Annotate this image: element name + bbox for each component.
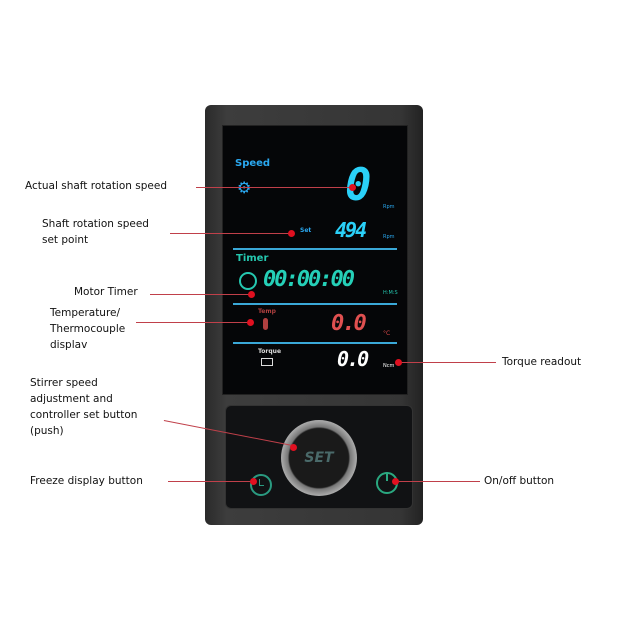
- timer-label: Timer: [236, 253, 269, 264]
- leader-dot: [392, 478, 399, 485]
- set-knob[interactable]: SET: [281, 420, 357, 496]
- set-unit: Rpm: [383, 234, 395, 240]
- speed-label: Speed: [235, 158, 271, 169]
- leader-dot: [250, 478, 257, 485]
- control-panel: SET: [225, 405, 413, 509]
- divider: [233, 248, 397, 250]
- leader-line: [136, 322, 250, 323]
- leader-dot: [288, 230, 295, 237]
- annotation-temperature-1: Temperature/: [50, 307, 121, 319]
- annotation-actual-speed: Actual shaft rotation speed: [25, 180, 167, 192]
- annotation-stirrer-3: controller set button: [30, 409, 138, 421]
- annotation-motor-timer: Motor Timer: [74, 286, 138, 298]
- torque-icon: [261, 358, 273, 366]
- speed-unit: Rpm: [383, 204, 395, 210]
- leader-dot: [247, 319, 254, 326]
- leader-line: [398, 362, 496, 363]
- clock-icon: [259, 479, 264, 486]
- timer-unit: H:M:S: [383, 290, 398, 296]
- leader-dot: [349, 184, 356, 191]
- divider: [233, 303, 397, 305]
- annotation-temperature-2: Thermocouple: [50, 323, 126, 335]
- lcd-screen: Speed ⚙ 0 Rpm Set 494 Rpm Timer 00:00:00…: [222, 125, 408, 395]
- clock-icon: [239, 272, 257, 290]
- leader-line: [150, 294, 250, 295]
- leader-dot: [290, 444, 297, 451]
- set-value: 494: [335, 218, 367, 242]
- freeze-display-button[interactable]: [250, 474, 272, 496]
- leader-line: [168, 481, 253, 482]
- annotation-torque: Torque readout: [502, 356, 582, 368]
- annotation-set-point-1: Shaft rotation speed: [42, 218, 149, 230]
- power-icon: [386, 472, 388, 481]
- torque-unit: Ncm: [383, 363, 395, 369]
- leader-line: [196, 187, 352, 188]
- torque-label: Torque: [258, 348, 282, 355]
- timer-value: 00:00:00: [263, 267, 355, 292]
- divider: [233, 342, 397, 344]
- leader-line: [395, 481, 480, 482]
- temp-label: Temp: [258, 308, 276, 315]
- annotation-stirrer-2: adjustment and: [30, 393, 113, 405]
- annotation-onoff: On/off button: [484, 475, 555, 487]
- annotation-freeze: Freeze display button: [30, 475, 143, 487]
- thermometer-icon: [263, 318, 268, 330]
- torque-value: 0.0: [337, 347, 369, 371]
- annotation-set-point-2: set point: [42, 234, 89, 246]
- temp-unit: °C: [383, 330, 391, 337]
- temp-value: 0.0: [331, 311, 367, 336]
- leader-line: [170, 233, 290, 234]
- annotation-stirrer-1: Stirrer speed: [30, 377, 98, 389]
- set-label: Set: [300, 227, 312, 234]
- leader-dot: [248, 291, 255, 298]
- annotation-temperature-3: displav: [50, 339, 88, 351]
- leader-dot: [395, 359, 402, 366]
- annotation-stirrer-4: (push): [30, 425, 64, 437]
- knob-label: SET: [304, 450, 334, 466]
